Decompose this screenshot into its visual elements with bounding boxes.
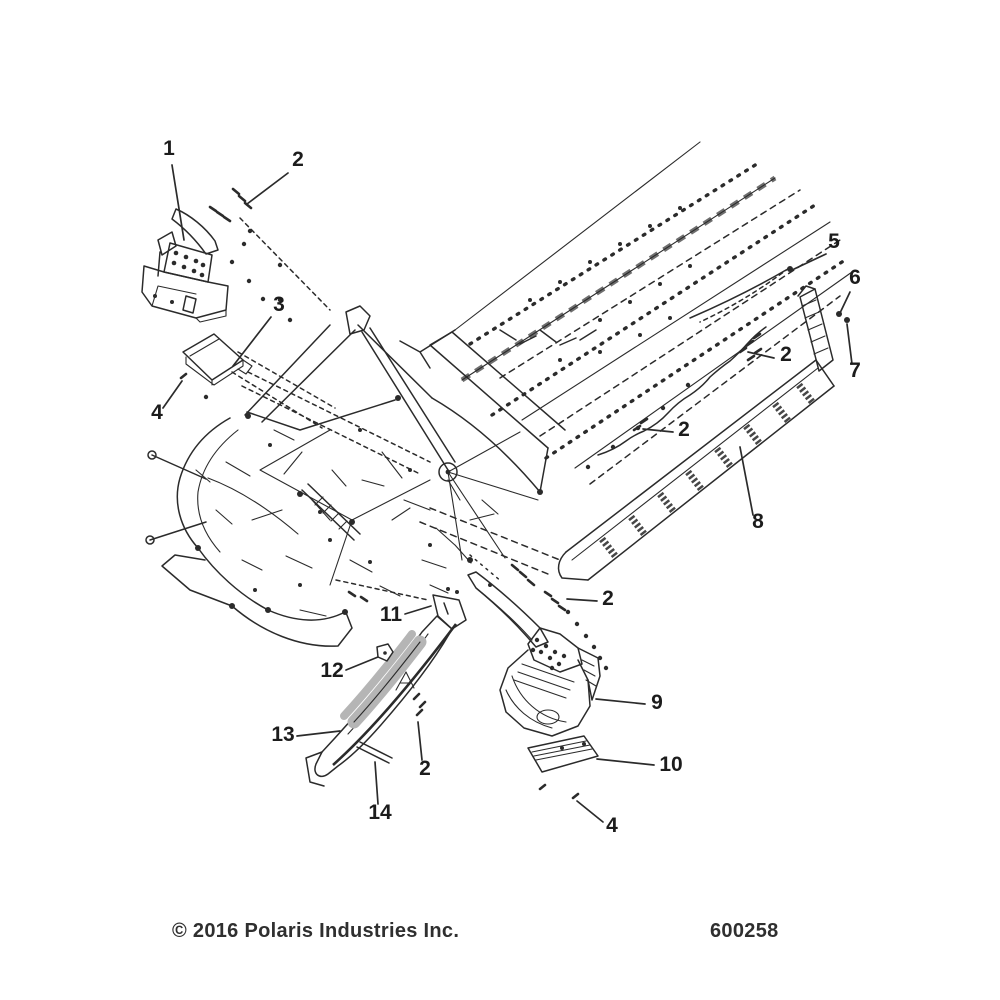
callout-leader — [346, 657, 378, 670]
tunnel — [400, 142, 852, 484]
callout-leader — [740, 447, 753, 515]
callout-label-11: 11 — [380, 603, 403, 626]
callout-leader — [418, 722, 422, 760]
callout-label-5: 5 — [828, 230, 840, 253]
callout-leader — [163, 381, 182, 408]
copyright-text: © 2016 Polaris Industries Inc. — [172, 920, 460, 942]
callout-leader — [172, 165, 184, 240]
callout-leader — [748, 352, 774, 358]
callout-leader — [375, 762, 378, 804]
callout-label-4: 4 — [151, 401, 163, 424]
callout-leader — [792, 254, 826, 270]
callout-label-1: 1 — [163, 137, 175, 160]
part-number: 600258 — [710, 920, 779, 942]
frame-bolts — [195, 395, 543, 615]
screw-cluster-top-left — [210, 189, 251, 221]
callout-leader — [405, 606, 431, 614]
screw-cluster-part9 — [512, 565, 565, 610]
bolts-5-6-7 — [787, 266, 850, 323]
callout-label-2: 2 — [780, 343, 792, 366]
callout-label-10: 10 — [659, 753, 682, 776]
running-board — [420, 286, 834, 580]
callout-leader — [840, 292, 850, 313]
callout-label-2: 2 — [602, 587, 614, 610]
callout-label-2: 2 — [678, 418, 690, 441]
callout-leader — [247, 173, 288, 204]
callout-label-12: 12 — [320, 659, 343, 682]
callout-leader — [577, 801, 603, 822]
callout-label-6: 6 — [849, 266, 861, 289]
callout-label-13: 13 — [271, 723, 294, 746]
callout-label-3: 3 — [273, 293, 285, 316]
callout-label-2: 2 — [419, 757, 431, 780]
side-panel — [306, 587, 466, 786]
part-9-bracket — [468, 565, 609, 736]
callout-label-7: 7 — [849, 359, 861, 382]
callout-leader — [847, 324, 852, 364]
callout-leader — [233, 317, 271, 366]
callout-leader — [643, 429, 673, 432]
callout-leader — [596, 699, 645, 704]
callout-leader — [597, 759, 654, 765]
part-3-plate — [181, 334, 252, 400]
callout-leader — [567, 599, 597, 601]
part-10-plate — [528, 736, 598, 798]
callout-label-9: 9 — [651, 691, 663, 714]
tunnel-rivets — [528, 206, 692, 470]
chassis-frame — [146, 218, 565, 646]
callout-label-14: 14 — [368, 801, 392, 824]
kickup — [798, 286, 833, 371]
callout-label-8: 8 — [752, 510, 764, 533]
part-1-bracket — [142, 189, 293, 322]
screw-cluster-right — [634, 334, 761, 430]
callout-label-2: 2 — [292, 148, 304, 171]
callout-leader — [297, 731, 340, 736]
callout-label-4: 4 — [606, 814, 618, 837]
